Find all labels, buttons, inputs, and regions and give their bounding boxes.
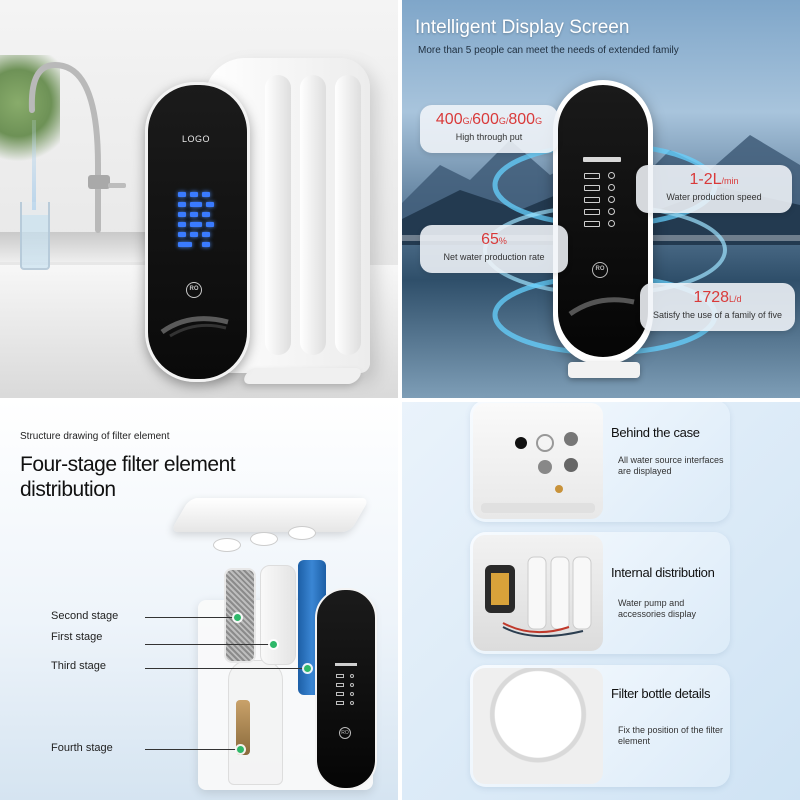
- panel-button: [336, 674, 344, 678]
- structure-caption: Structure drawing of filter element: [20, 431, 170, 442]
- display-button: [584, 197, 600, 203]
- display-subtitle: More than 5 people can meet the needs of…: [418, 45, 679, 56]
- panel-button: [336, 701, 344, 705]
- spec-card-throughput: 400G/600G/800G High through put: [420, 105, 558, 153]
- spec-card-daily: 1728L/d Satisfy the use of a family of f…: [640, 283, 795, 331]
- plant-decor: [0, 55, 60, 175]
- spec-throughput-label: High through put: [455, 132, 523, 142]
- purifier-rib: [300, 75, 326, 355]
- water-stream: [32, 120, 36, 210]
- detail-title-behind-case: Behind the case: [611, 425, 700, 440]
- filter-bottle-photo: [473, 668, 603, 784]
- spec-daily-value: 1728L/d: [693, 289, 742, 306]
- water-glass: [20, 202, 50, 270]
- spec-daily-label: Satisfy the use of a family of five: [652, 310, 783, 320]
- stage-label-fourth: Fourth stage: [51, 742, 113, 754]
- panel-wave-icon: [160, 316, 229, 338]
- display-status-icon: [608, 208, 615, 215]
- spec-rate-label: Net water production rate: [443, 252, 545, 262]
- panel-status-icon: [350, 692, 354, 696]
- detail-title-filter-bottle: Filter bottle details: [611, 686, 711, 701]
- display-status-icon: [608, 196, 615, 203]
- detail-desc-behind-case: All water source interfaces are displaye…: [618, 455, 724, 476]
- panel-status-icon: [350, 674, 354, 678]
- filter-top-cover: [170, 498, 370, 532]
- stage-leader-line: [145, 617, 237, 618]
- stage-leader-line: [145, 668, 307, 669]
- ro-badge-icon: RO: [186, 282, 202, 298]
- stage-leader-line: [145, 749, 240, 750]
- panel-button: [336, 683, 344, 687]
- display-wave-icon: [568, 297, 635, 317]
- spec-throughput-value: 400G/600G/800G: [435, 111, 543, 128]
- post-carbon-filter: [236, 700, 250, 755]
- grid-divider-horizontal: [0, 398, 800, 402]
- stage-marker: [237, 746, 244, 753]
- stage-marker: [304, 665, 311, 672]
- display-status-icon: [608, 184, 615, 191]
- display-status-icon: [608, 172, 615, 179]
- structure-title: Four-stage filter element distribution: [20, 453, 236, 501]
- panel-button: [336, 692, 344, 696]
- spec-rate-value: 65%: [481, 231, 507, 248]
- spec-card-rate: 65% Net water production rate: [420, 225, 568, 273]
- faucet-icon: [28, 61, 126, 233]
- pp-cotton-filter: [260, 565, 296, 665]
- purifier-rib: [265, 75, 291, 355]
- display-button: [584, 185, 600, 191]
- purifier-rib: [335, 75, 361, 355]
- display-header-text: [583, 157, 621, 162]
- ro-badge-icon: RO: [339, 727, 351, 739]
- internal-distribution-photo: [473, 535, 603, 651]
- stage-marker: [234, 614, 241, 621]
- display-device-stand: [568, 362, 640, 378]
- display-button: [584, 221, 600, 227]
- filter-cap: [250, 532, 278, 546]
- spec-speed-label: Water production speed: [666, 192, 762, 202]
- filter-cap: [213, 538, 241, 552]
- filter-cap: [288, 526, 316, 540]
- panel-blue-display: [176, 190, 216, 248]
- panel-header-text: [335, 663, 357, 666]
- detail-desc-filter-bottle: Fix the position of the filter element: [618, 725, 724, 746]
- purifier-base: [241, 368, 364, 384]
- stage-label-first: First stage: [51, 631, 103, 643]
- panel-logo: LOGO: [182, 134, 211, 144]
- spec-card-speed: 1-2L/min Water production speed: [636, 165, 792, 213]
- display-status-icon: [608, 220, 615, 227]
- behind-case-photo: [473, 403, 603, 519]
- stage-label-third: Third stage: [51, 660, 107, 672]
- display-button: [584, 209, 600, 215]
- spec-speed-value: 1-2L/min: [689, 171, 739, 188]
- stage-marker: [270, 641, 277, 648]
- stage-leader-line: [145, 644, 273, 645]
- filter-front-panel: [315, 588, 377, 790]
- detail-desc-internal: Water pump and accessories display: [618, 598, 697, 619]
- detail-title-internal: Internal distribution: [611, 565, 715, 580]
- display-title: Intelligent Display Screen: [415, 17, 630, 38]
- ro-badge-icon: RO: [592, 262, 608, 278]
- panel-status-icon: [350, 701, 354, 705]
- carbon-filter: [224, 568, 256, 663]
- panel-status-icon: [350, 683, 354, 687]
- stage-label-second: Second stage: [51, 610, 119, 622]
- display-button: [584, 173, 600, 179]
